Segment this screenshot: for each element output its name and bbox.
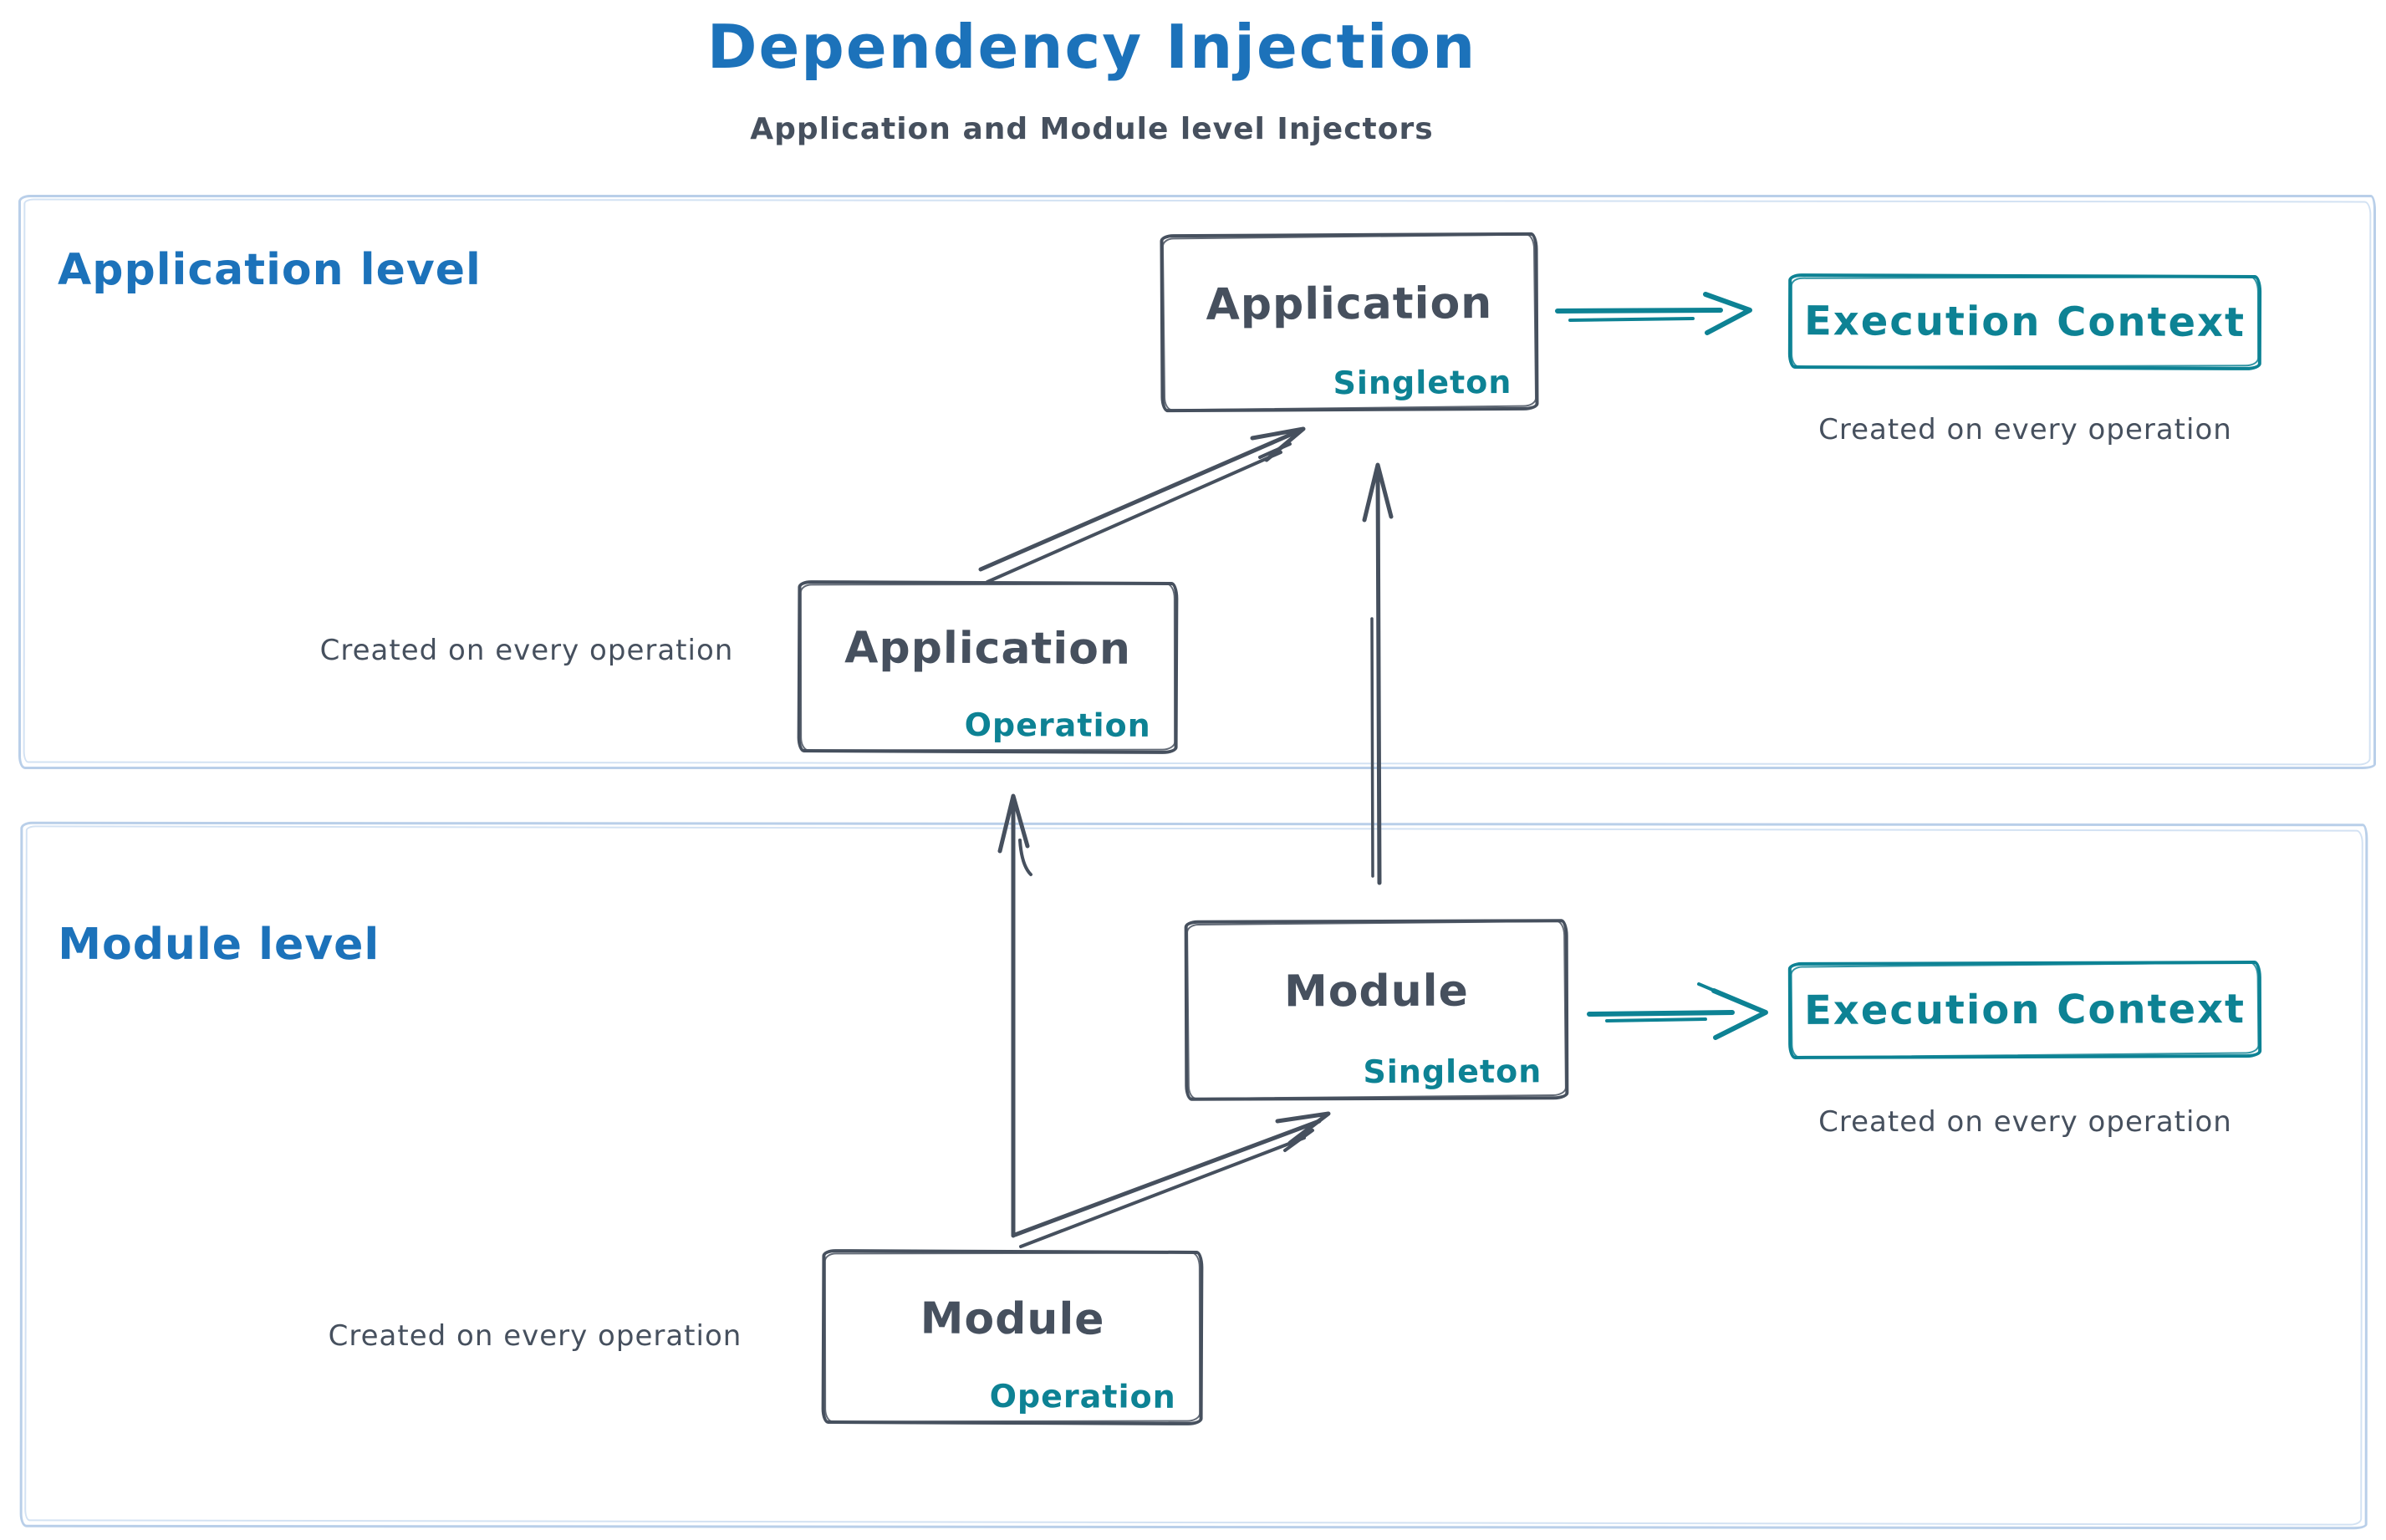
- application-operation-label: Application: [844, 623, 1132, 675]
- note-module-execution-context: Created on every operation: [1818, 1105, 2232, 1139]
- module-singleton-label: Module: [1283, 966, 1469, 1017]
- note-application-execution-context: Created on every operation: [1818, 413, 2232, 446]
- diagram-subtitle: Application and Module level Injectors: [750, 112, 1434, 146]
- execution-context-box-application: Execution Context: [1787, 273, 2262, 370]
- note-module-operation: Created on every operation: [328, 1319, 742, 1353]
- arrow-module-singleton-to-app-singleton: [1362, 462, 1394, 885]
- arrow-module-singleton-to-execution-context: [1587, 982, 1768, 1040]
- execution-context-box-module: Execution Context: [1787, 961, 2262, 1059]
- diagram-title: Dependency Injection: [706, 12, 1477, 82]
- arrow-app-singleton-to-execution-context: [1555, 292, 1752, 335]
- module-operation-box: Module Operation: [821, 1249, 1204, 1425]
- application-singleton-label: Application: [1206, 278, 1493, 330]
- application-operation-scope: Operation: [964, 706, 1151, 744]
- module-singleton-scope: Singleton: [1363, 1053, 1542, 1091]
- module-operation-label: Module: [920, 1293, 1105, 1344]
- arrow-module-operation-to-app-operation: [997, 793, 1032, 1238]
- application-level-label: Application level: [58, 245, 482, 295]
- application-singleton-scope: Singleton: [1333, 363, 1512, 402]
- module-singleton-box: Module Singleton: [1184, 919, 1569, 1101]
- module-operation-scope: Operation: [989, 1377, 1176, 1415]
- application-singleton-box: Application Singleton: [1160, 232, 1539, 413]
- arrow-app-operation-to-app-singleton: [978, 426, 1306, 584]
- note-application-operation: Created on every operation: [319, 634, 734, 667]
- execution-context-label-application: Execution Context: [1803, 298, 2246, 346]
- application-level-frame: Application level: [18, 195, 2376, 769]
- application-operation-box: Application Operation: [797, 580, 1179, 754]
- arrow-module-operation-to-module-singleton: [1012, 1111, 1331, 1248]
- execution-context-label-module: Execution Context: [1803, 986, 2246, 1034]
